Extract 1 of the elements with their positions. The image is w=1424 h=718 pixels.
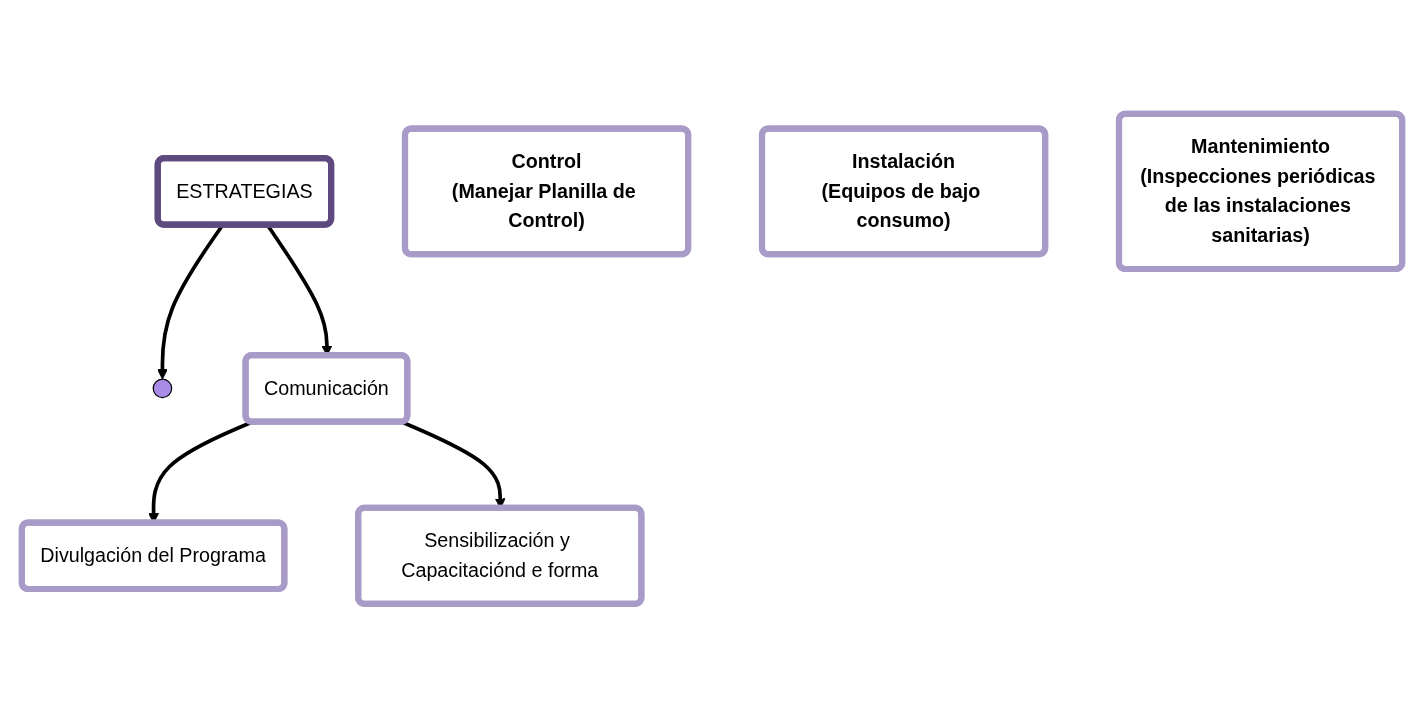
node-circle (152, 378, 173, 399)
